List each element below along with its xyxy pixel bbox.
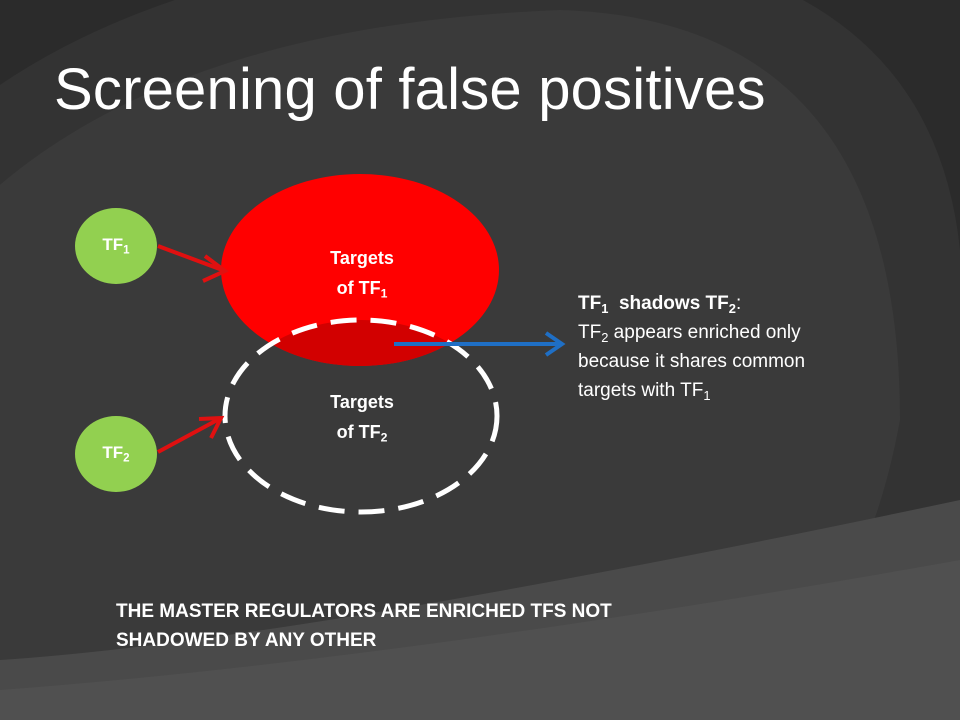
tf1-label: TF1 [102, 235, 130, 257]
tf2-label: TF2 [102, 443, 130, 465]
tf2-arrow [157, 416, 222, 454]
tf1-arrow [157, 244, 226, 273]
tf1-node [75, 208, 157, 284]
footer-statement: THE MASTER REGULATORS ARE ENRICHED TFS N… [116, 601, 612, 651]
shadow-explanation: TF1 shadows TF2: TF2 appears enriched on… [578, 293, 806, 403]
tf2-node [75, 416, 157, 492]
slide-title: Screening of false positives [54, 57, 766, 122]
targets-tf1-set [221, 174, 499, 366]
targets-tf2-set [222, 317, 500, 515]
targets-tf1-label: Targets of TF1 [330, 248, 394, 301]
targets-tf2-label: Targets of TF2 [330, 392, 394, 445]
